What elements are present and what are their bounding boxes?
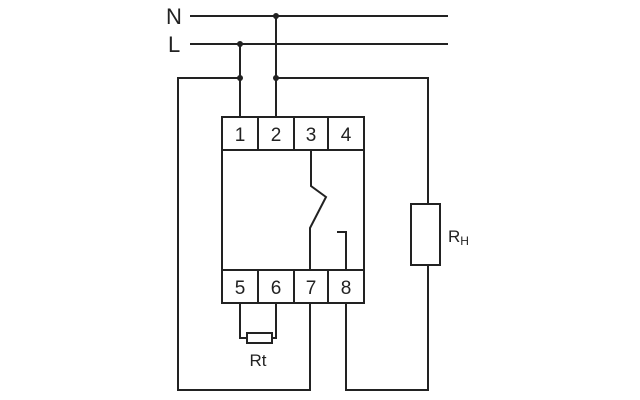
terminal-8-label: 8 bbox=[341, 278, 352, 299]
terminal-7-label: 7 bbox=[306, 278, 317, 299]
temperature-sensor bbox=[246, 332, 273, 344]
terminal-6-label: 6 bbox=[271, 278, 282, 299]
line-bus-label: L bbox=[168, 32, 180, 57]
terminal-2-label: 2 bbox=[271, 125, 282, 146]
terminal-1-label: 1 bbox=[235, 125, 246, 146]
terminal-3-label: 3 bbox=[306, 125, 317, 146]
load-resistor-label: RH bbox=[448, 227, 469, 248]
wire-terminal-5-to-sensor bbox=[239, 303, 248, 339]
wire-loop-right-bottom bbox=[345, 265, 429, 391]
terminal-5-label: 5 bbox=[235, 278, 246, 299]
relay-contact-fixed bbox=[337, 231, 347, 270]
temperature-sensor-label: Rt bbox=[250, 351, 267, 370]
neutral-bus-label: N bbox=[166, 4, 182, 29]
terminal-4-label: 4 bbox=[341, 125, 352, 146]
load-resistor bbox=[410, 203, 441, 266]
relay-contact-switch bbox=[309, 150, 328, 270]
wire-loop-left bbox=[177, 77, 311, 391]
wire-loop-right-top bbox=[276, 77, 429, 204]
